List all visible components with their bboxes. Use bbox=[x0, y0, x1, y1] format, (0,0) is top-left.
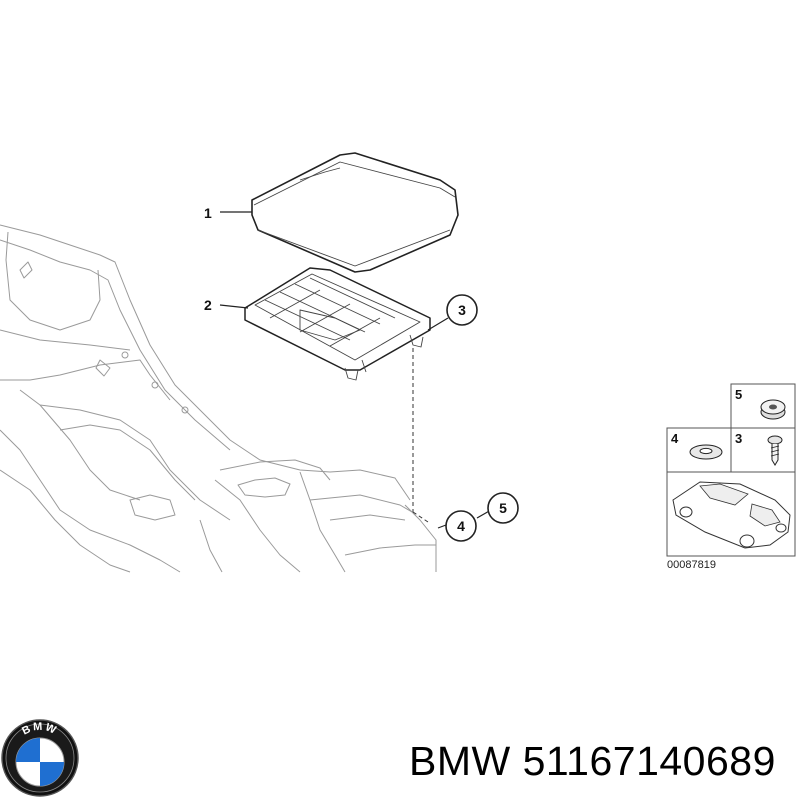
assembly-guide-lines bbox=[412, 348, 429, 523]
logo-text: BMW bbox=[20, 721, 57, 738]
brand-name: BMW bbox=[409, 738, 511, 784]
nut-icon bbox=[760, 399, 786, 420]
callout-circle-5: 5 bbox=[487, 492, 519, 524]
vehicle-silhouette-icon bbox=[672, 481, 791, 549]
callout-circle-3: 3 bbox=[446, 294, 478, 326]
part-number-caption: BMW 51167140689 bbox=[409, 738, 776, 785]
callout-circle-4: 4 bbox=[445, 510, 477, 542]
diagram-reference-number: 00087819 bbox=[667, 559, 716, 571]
inset-panel: 5 4 3 00087819 bbox=[666, 383, 796, 571]
washer-icon bbox=[689, 444, 723, 460]
inset-label-4: 4 bbox=[671, 431, 679, 446]
svg-text:BMW: BMW bbox=[20, 721, 59, 738]
leader-lines bbox=[219, 211, 492, 529]
center-console-drawing bbox=[0, 224, 437, 573]
callout-label-4: 4 bbox=[457, 518, 465, 534]
armrest-base-plate-part bbox=[244, 267, 431, 381]
inset-label-5: 5 bbox=[735, 387, 742, 402]
armrest-cushion-part bbox=[251, 152, 459, 273]
callout-label-3: 3 bbox=[458, 302, 466, 318]
callout-label-5: 5 bbox=[499, 500, 507, 516]
part-number: 51167140689 bbox=[522, 738, 776, 784]
bmw-logo-icon: BMW bbox=[1, 719, 79, 797]
callout-label-2: 2 bbox=[204, 297, 212, 313]
screw-icon bbox=[767, 435, 783, 466]
inset-label-3: 3 bbox=[735, 431, 742, 446]
callout-label-1: 1 bbox=[204, 205, 212, 221]
